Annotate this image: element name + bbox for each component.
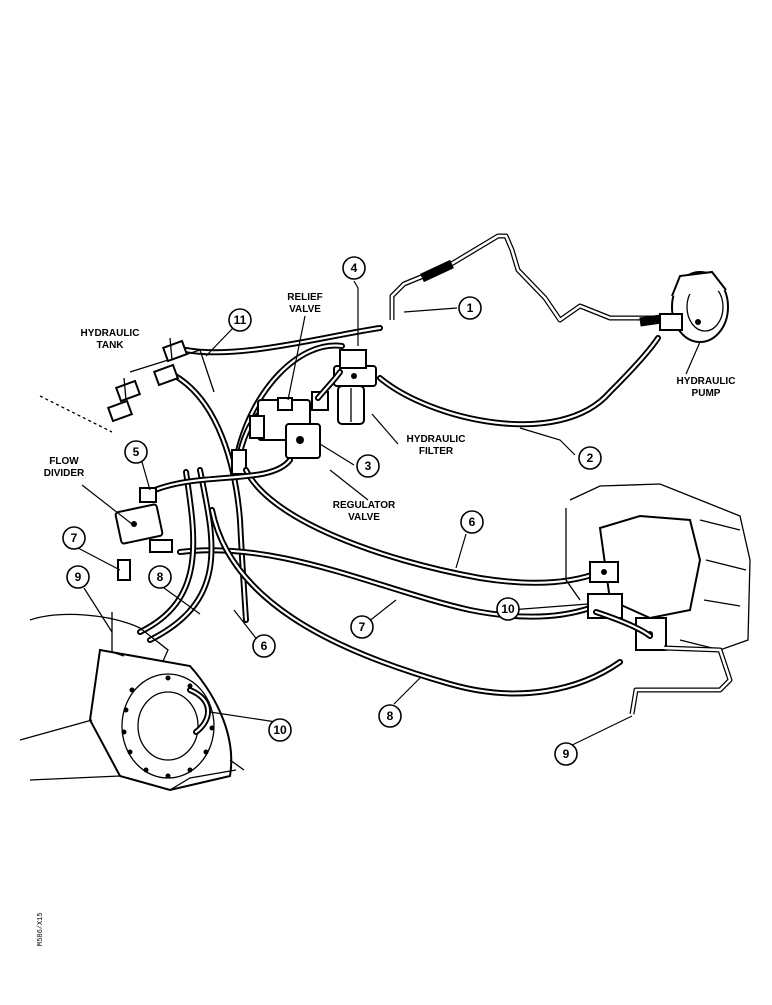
callout-6-upper: 6 <box>460 510 484 534</box>
label-hydraulic-filter: HYDRAULIC FILTER <box>407 434 466 457</box>
callout-4: 4 <box>342 256 366 280</box>
svg-text:7: 7 <box>359 620 366 634</box>
svg-text:9: 9 <box>75 570 82 584</box>
svg-text:HYDRAULIC: HYDRAULIC <box>407 434 466 445</box>
callout-10-left: 10 <box>268 718 292 742</box>
svg-text:2: 2 <box>587 451 594 465</box>
hydraulic-tank-fittings <box>39 337 215 433</box>
svg-text:HYDRAULIC: HYDRAULIC <box>81 328 140 339</box>
right-transmission-housing <box>565 483 751 715</box>
label-relief-valve: RELIEF VALVE <box>287 292 323 315</box>
svg-text:6: 6 <box>469 515 476 529</box>
callout-1: 1 <box>458 296 482 320</box>
svg-text:PUMP: PUMP <box>692 388 721 399</box>
svg-text:4: 4 <box>351 261 358 275</box>
svg-text:1: 1 <box>467 301 474 315</box>
svg-text:5: 5 <box>133 445 140 459</box>
svg-text:8: 8 <box>157 570 164 584</box>
svg-text:RELIEF: RELIEF <box>287 292 323 303</box>
svg-text:7: 7 <box>71 531 78 545</box>
callout-10-right: 10 <box>496 597 520 621</box>
hydraulic-pump <box>659 270 729 343</box>
svg-text:DIVIDER: DIVIDER <box>44 468 85 479</box>
label-regulator-valve: REGULATOR VALVE <box>333 500 396 523</box>
svg-text:6: 6 <box>261 639 268 653</box>
callout-5: 5 <box>124 440 148 464</box>
hose-7 <box>177 547 593 620</box>
rigid-tube-1 <box>389 233 669 327</box>
svg-text:8: 8 <box>387 709 394 723</box>
svg-text:VALVE: VALVE <box>289 304 321 315</box>
hydraulic-filter <box>333 349 377 425</box>
hose-6-lower <box>147 467 215 643</box>
callout-7-mid: 7 <box>350 615 374 639</box>
svg-text:FILTER: FILTER <box>419 446 454 457</box>
hose-flow-divider-top <box>147 457 293 495</box>
label-hydraulic-tank: HYDRAULIC TANK <box>81 328 140 351</box>
label-hydraulic-pump: HYDRAULIC PUMP <box>677 376 736 399</box>
svg-text:VALVE: VALVE <box>348 512 380 523</box>
hose-6-upper <box>243 467 603 586</box>
svg-text:10: 10 <box>501 602 515 616</box>
svg-text:HYDRAULIC: HYDRAULIC <box>677 376 736 387</box>
svg-text:TANK: TANK <box>96 340 124 351</box>
hose-8-lower <box>137 469 197 635</box>
hose-8 <box>209 507 623 697</box>
svg-text:10: 10 <box>273 723 287 737</box>
callout-3: 3 <box>356 454 380 478</box>
svg-text:FLOW: FLOW <box>49 456 79 467</box>
callout-6-lower: 6 <box>252 634 276 658</box>
left-axle-housing <box>19 612 245 792</box>
figure-id: M586/X15 <box>37 912 45 946</box>
callout-9-left: 9 <box>66 565 90 589</box>
callout-11: 11 <box>228 308 252 332</box>
callout-2: 2 <box>578 446 602 470</box>
callout-8-mid: 8 <box>378 704 402 728</box>
callout-9-right: 9 <box>554 742 578 766</box>
hose-2 <box>377 335 661 428</box>
svg-text:REGULATOR: REGULATOR <box>333 500 396 511</box>
relief-regulator-valve <box>231 369 343 475</box>
callout-8-left: 8 <box>148 565 172 589</box>
label-flow-divider: FLOW DIVIDER <box>44 456 85 479</box>
svg-text:11: 11 <box>234 313 247 327</box>
callout-7-left: 7 <box>62 526 86 550</box>
svg-text:9: 9 <box>563 747 570 761</box>
flow-divider <box>114 487 173 581</box>
svg-text:3: 3 <box>365 459 372 473</box>
